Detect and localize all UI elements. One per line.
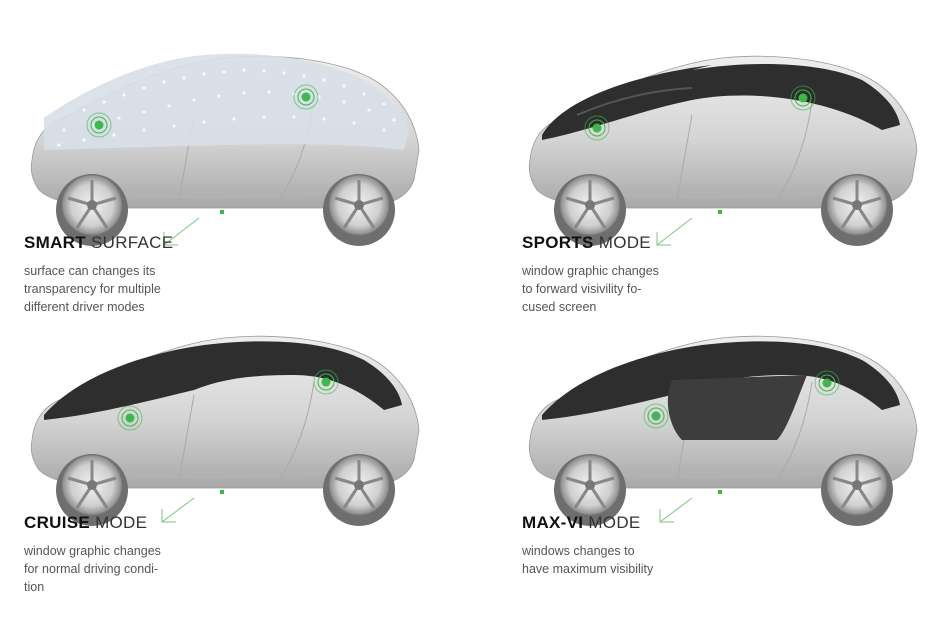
panel-title: MAX-VI MODE (522, 513, 641, 532)
arrow-icon (163, 217, 200, 246)
arrow-icon (659, 497, 693, 523)
arrow-icon (161, 497, 195, 523)
sensor-icon (814, 370, 840, 396)
sensor-icon (293, 84, 319, 110)
car-illustration-max-vi-mode (527, 334, 919, 528)
sensor-icon (117, 405, 143, 431)
panel-description: window graphic changes for normal drivin… (24, 544, 161, 594)
sensor-icon (313, 369, 339, 395)
panel-description: windows changes to have maximum visibili… (522, 544, 654, 576)
sensor-icon (643, 403, 669, 429)
panel-smart-surface: SMART SURFACE surface can changes its tr… (24, 40, 444, 340)
arrow-icon (656, 217, 693, 246)
panel-title: CRUISE MODE (24, 513, 148, 532)
panel-description: window graphic changes to forward visivi… (522, 264, 659, 314)
panel-cruise-mode: CRUISE MODE window graphic changes for n… (24, 320, 444, 620)
panel-description: surface can changes its transparency for… (24, 264, 161, 314)
sensor-icon (790, 85, 816, 111)
sensor-icon (584, 115, 610, 141)
panel-sports-mode: SPORTS MODE window graphic changes to fo… (522, 40, 929, 340)
panel-title: SMART SURFACE (24, 233, 174, 252)
panel-title: SPORTS MODE (522, 233, 651, 252)
car-illustration-smart-surface (29, 53, 421, 248)
car-illustration-sports-mode (527, 54, 919, 248)
panel-max-vi-mode: MAX-VI MODE windows changes to have maxi… (522, 320, 929, 620)
sensor-icon (86, 112, 112, 138)
car-illustration-cruise-mode (29, 334, 421, 528)
